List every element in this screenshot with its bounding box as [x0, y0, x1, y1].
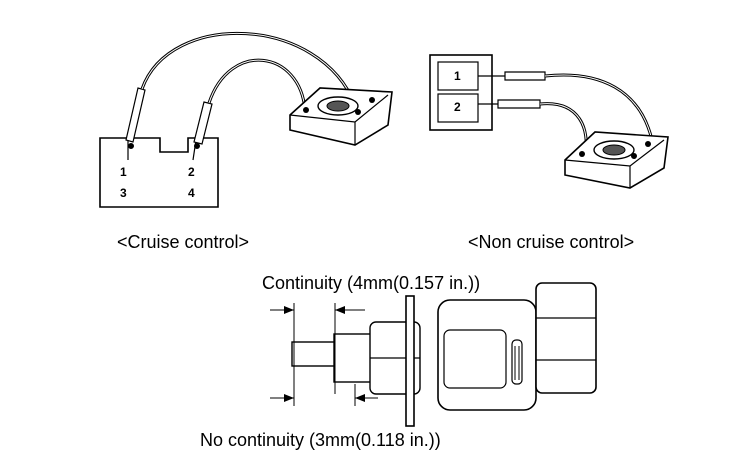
non-cruise-pin-1: 1 — [454, 69, 461, 83]
no-continuity-label: No continuity (3mm(0.118 in.)) — [200, 430, 441, 450]
cruise-pin-4: 4 — [188, 186, 195, 200]
cruise-pin-3: 3 — [120, 186, 127, 200]
cruise-pin-2: 2 — [188, 165, 195, 179]
non-cruise-caption: <Non cruise control> — [468, 232, 634, 252]
cruise-tester-leads — [125, 31, 357, 161]
stop-light-switch — [291, 282, 597, 427]
cruise-switch-block — [289, 87, 393, 146]
cruise-caption: <Cruise control> — [117, 232, 249, 252]
cruise-pin-1: 1 — [120, 165, 127, 179]
non-cruise-switch-block — [564, 131, 669, 189]
non-cruise-connector: 1 2 — [429, 54, 493, 131]
non-cruise-pin-2: 2 — [454, 100, 461, 114]
cruise-control-connector: 1 2 3 4 — [99, 137, 219, 208]
measurement-dimensions — [270, 303, 378, 406]
continuity-label: Continuity (4mm(0.157 in.)) — [262, 273, 480, 293]
